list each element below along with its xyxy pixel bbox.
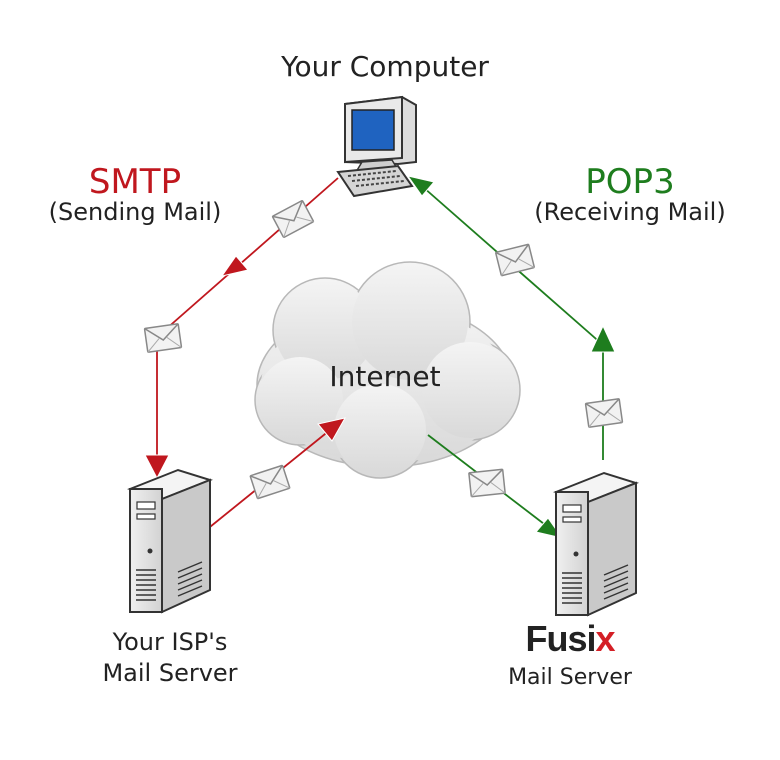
envelope-icon	[143, 323, 183, 353]
fusix-server-label: Mail Server	[508, 665, 632, 690]
smtp-description: (Sending Mail)	[48, 198, 222, 226]
pop3-protocol-label: POP3	[585, 162, 675, 202]
computer-label: Your Computer	[281, 50, 489, 83]
isp-server-label-line2: Mail Server	[102, 659, 238, 687]
smtp-arrow-icon	[220, 255, 249, 277]
pop3-description: (Receiving Mail)	[534, 198, 726, 226]
fusix-logo: Fusix	[470, 618, 670, 660]
envelope-icon	[468, 468, 506, 498]
fusix-server-icon	[553, 471, 639, 617]
internet-label: Internet	[329, 360, 441, 393]
envelope-icon	[494, 243, 536, 277]
smtp-arrow-internet-icon	[317, 417, 346, 442]
pop3-arrow-up-icon	[590, 324, 616, 353]
smtp-arrow-down-icon	[144, 454, 170, 480]
isp-server-label-line1: Your ISP's	[112, 628, 228, 656]
computer-icon	[336, 95, 417, 198]
smtp-line-computer-to-isp	[156, 177, 339, 338]
envelope-icon	[584, 398, 624, 428]
fusix-logo-main: Fusi	[525, 618, 596, 659]
fusix-logo-x: x	[595, 618, 615, 659]
isp-server-label: Your ISP's Mail Server	[60, 627, 280, 689]
envelope-icon	[249, 464, 291, 500]
isp-server-icon	[127, 468, 213, 614]
smtp-protocol-label: SMTP	[88, 162, 182, 202]
pop3-arrow-computer-icon	[406, 175, 435, 197]
